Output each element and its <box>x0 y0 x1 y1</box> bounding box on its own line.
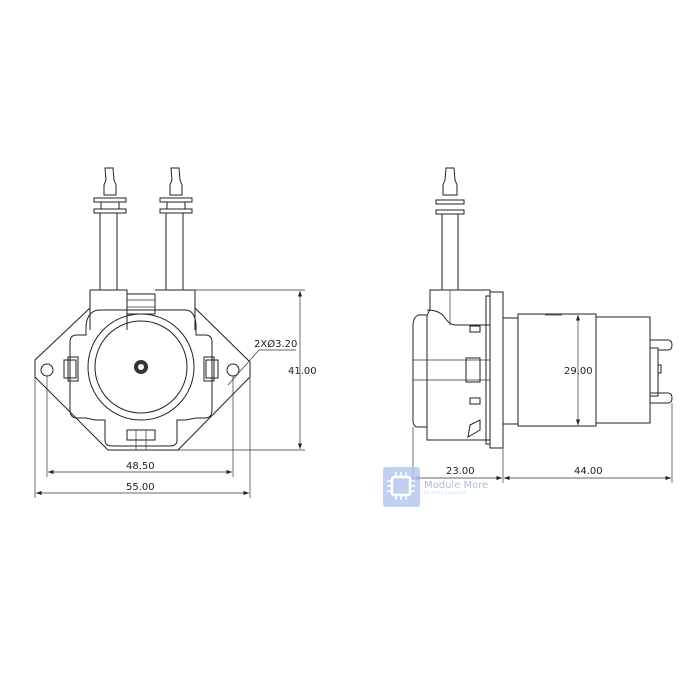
dim-width-label: 55.00 <box>126 482 155 493</box>
pump-head-body <box>63 289 219 450</box>
dim-height-label: 41.00 <box>288 366 317 377</box>
watermark-text: Module More <box>424 480 488 491</box>
front-view: 41.00 48.50 55.00 2XØ3.20 <box>34 167 317 498</box>
side-pump-head <box>412 289 491 441</box>
side-mounting-plate <box>485 291 504 449</box>
dim-hole-spacing-label: 48.50 <box>126 461 155 472</box>
rotor-housing-inner <box>94 320 188 414</box>
dim-motor-length-label: 44.00 <box>574 466 603 477</box>
inlet-tube-left <box>93 167 127 290</box>
hole-callout-label: 2XØ3.20 <box>254 338 297 350</box>
watermark-tagline: BE MORE CREATIVE <box>424 491 466 495</box>
mounting-flange <box>34 307 251 451</box>
outlet-tube-right <box>159 167 193 290</box>
motor <box>502 313 673 427</box>
rotor-housing-outer <box>87 313 195 421</box>
watermark: Module More BE MORE CREATIVE <box>383 467 488 507</box>
mounting-hole-left <box>40 363 54 377</box>
front-dimensions: 41.00 48.50 55.00 2XØ3.20 <box>34 289 317 498</box>
side-view: 29.00 23.00 44.00 <box>412 167 673 483</box>
dim-motor-diameter-label: 29.00 <box>564 366 593 377</box>
dim-pump-head-depth-label: 23.00 <box>446 466 475 477</box>
side-tube <box>435 167 465 290</box>
side-dimensions: 29.00 23.00 44.00 <box>412 315 673 483</box>
